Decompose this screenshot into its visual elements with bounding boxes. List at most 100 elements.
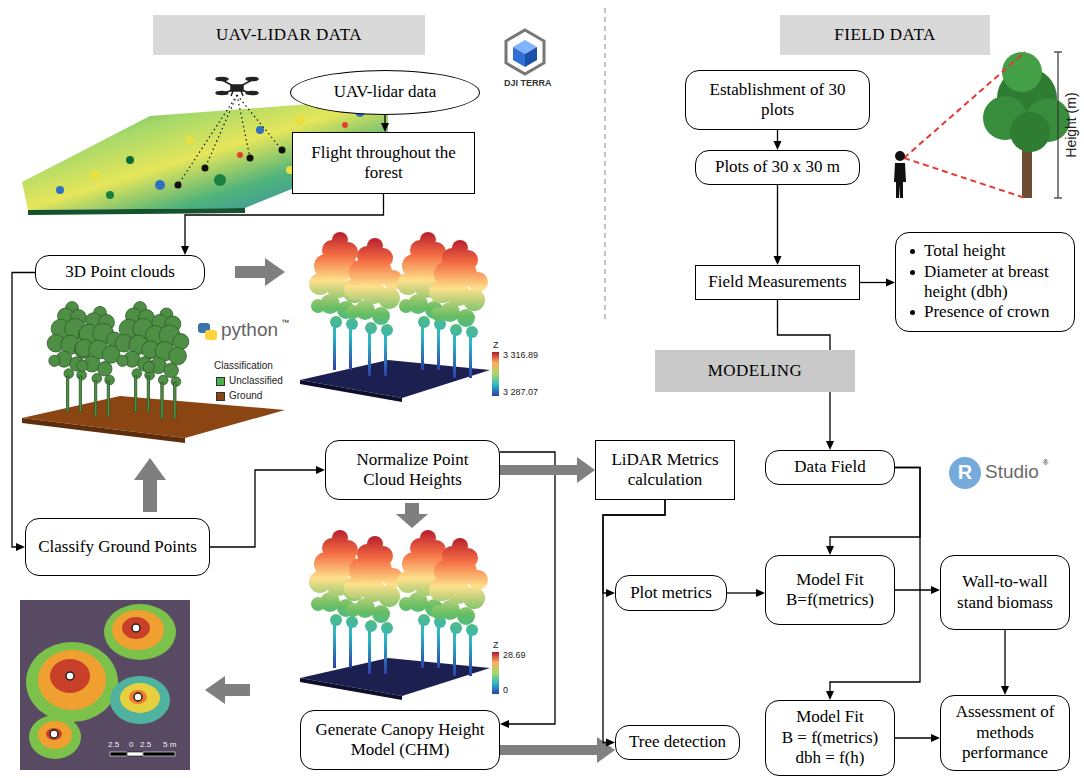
classified-point-cloud-part bbox=[22, 396, 285, 438]
scan-points-part bbox=[279, 147, 286, 154]
chm-image-part bbox=[110, 752, 127, 756]
point-cloud-raw bbox=[300, 232, 499, 402]
connector-line bbox=[777, 130, 778, 141]
colorbar-value: 3 316.89 bbox=[503, 350, 538, 360]
legend-swatch bbox=[216, 377, 225, 386]
drone-icon bbox=[216, 78, 258, 97]
point-cloud-raw-part bbox=[492, 352, 499, 396]
process-box: Establishment of 30 plots bbox=[685, 70, 870, 130]
process-block-arrows-part bbox=[205, 676, 250, 704]
classified-point-cloud-part-part bbox=[75, 306, 122, 416]
lidar-scan-lines-part bbox=[205, 95, 237, 168]
field-measure-illustration-part bbox=[1054, 51, 1062, 52]
section-header: MODELING bbox=[655, 350, 855, 392]
lidar-scan-lines-part bbox=[237, 95, 250, 158]
process-block-arrows-part bbox=[134, 458, 166, 512]
box-text: Flight throughout the forest bbox=[301, 143, 466, 184]
arrowhead bbox=[826, 691, 834, 700]
scale-label: 5 m bbox=[163, 740, 176, 749]
process-box: Tree detection bbox=[615, 725, 740, 760]
connector bbox=[181, 194, 384, 255]
process-box: Generate Canopy Height Model (CHM) bbox=[300, 710, 500, 770]
lidar-scan-lines-part bbox=[237, 95, 282, 150]
field-measure-illustration-part bbox=[895, 151, 905, 161]
field-measure-illustration-part bbox=[1057, 52, 1058, 198]
point-cloud-normalized-part bbox=[429, 538, 488, 676]
drone-icon-part bbox=[231, 91, 233, 96]
process-box: Classify Ground Points bbox=[25, 518, 210, 576]
box-text: B = f(metrics) bbox=[782, 728, 878, 748]
field-measure-illustration-part bbox=[904, 52, 1025, 158]
connector-line bbox=[210, 470, 316, 547]
box-text: Establishment of 30 plots bbox=[694, 80, 861, 121]
connector-line bbox=[895, 737, 931, 738]
point-cloud-raw-part bbox=[429, 240, 488, 378]
chm-image-part bbox=[112, 610, 164, 650]
arrowhead bbox=[931, 734, 940, 742]
box-text: 3D Point clouds bbox=[65, 262, 175, 282]
process-box: Flight throughout the forest bbox=[292, 132, 475, 194]
output-box: Assessment of methods performance bbox=[940, 695, 1070, 771]
chm-image-part bbox=[143, 752, 175, 756]
colorbar-value: 3 287.07 bbox=[503, 387, 538, 397]
chm-image bbox=[20, 600, 190, 770]
chm-image-part bbox=[26, 642, 118, 722]
arrowhead bbox=[597, 737, 615, 763]
dimension-label: Height (m) bbox=[1063, 85, 1079, 165]
drone-icon-part bbox=[237, 80, 252, 88]
arrowhead bbox=[500, 720, 509, 728]
chm-image-part bbox=[122, 617, 150, 639]
box-text: Tree detection bbox=[629, 732, 726, 752]
process-block-arrows-part bbox=[235, 258, 285, 286]
chm-image-part bbox=[104, 604, 176, 660]
box-text: Normalize Point Cloud Heights bbox=[334, 450, 491, 491]
classified-point-cloud-part bbox=[47, 302, 189, 419]
box-text: Classify Ground Points bbox=[38, 537, 197, 557]
dji-terra-logo-part bbox=[506, 30, 544, 74]
bullet-dot bbox=[910, 310, 915, 315]
rstudio-logo bbox=[949, 457, 981, 489]
arrowhead bbox=[774, 256, 782, 265]
axis-label: Z bbox=[493, 340, 499, 350]
chm-image-part bbox=[134, 693, 142, 701]
terrain-image-part bbox=[342, 122, 348, 128]
connector-line bbox=[1004, 630, 1005, 686]
connector bbox=[603, 500, 665, 747]
connector-line bbox=[777, 185, 778, 256]
connector bbox=[381, 115, 389, 132]
chm-image-part bbox=[29, 715, 81, 759]
drone-icon-part bbox=[241, 91, 243, 96]
section-divider bbox=[604, 8, 605, 322]
connector bbox=[895, 586, 940, 594]
scan-points-part bbox=[202, 165, 209, 172]
terrain-image-part bbox=[214, 174, 226, 186]
arrowhead bbox=[316, 466, 325, 474]
dji-terra-logo-part bbox=[525, 47, 537, 67]
chm-image-part bbox=[38, 721, 72, 749]
terrain-image-part bbox=[106, 191, 114, 199]
box-text: Plot metrics bbox=[630, 583, 712, 603]
scan-points-part bbox=[175, 182, 182, 189]
arrowhead bbox=[606, 589, 615, 597]
dji-terra-logo bbox=[506, 30, 544, 74]
connector bbox=[12, 273, 35, 552]
box-text: Field Measurements bbox=[708, 272, 846, 292]
chm-image-part bbox=[50, 730, 58, 738]
process-box: 3D Point clouds bbox=[35, 255, 205, 290]
connector-line bbox=[500, 465, 577, 475]
chm-image-part bbox=[120, 683, 160, 713]
attribute-list: Total heightDiameter at breast height (d… bbox=[895, 232, 1075, 332]
connector-line bbox=[727, 592, 756, 593]
process-box: LiDAR Metrics calculation bbox=[595, 440, 735, 500]
process-box: Normalize Point Cloud Heights bbox=[325, 440, 500, 500]
box-text: UAV-LIDAR DATA bbox=[216, 25, 362, 45]
bullet-dot bbox=[910, 270, 915, 275]
chm-image-part bbox=[46, 728, 62, 740]
list-item: Presence of crown bbox=[910, 302, 1050, 322]
terrain-image-part bbox=[237, 152, 243, 158]
connector-line bbox=[500, 745, 597, 755]
output-box: Wall-to-wall stand biomass bbox=[940, 555, 1070, 630]
logo-text: Studio bbox=[985, 461, 1039, 483]
arrowhead bbox=[756, 589, 765, 597]
connector-line bbox=[384, 115, 385, 123]
